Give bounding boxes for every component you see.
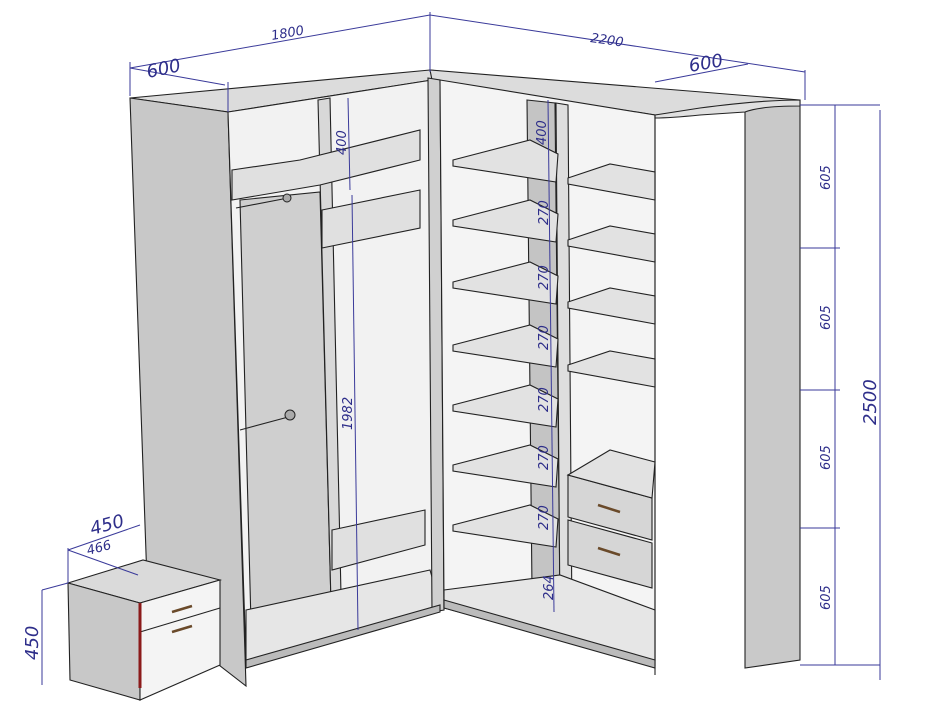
shelf: [452, 504, 559, 548]
shelf: [452, 139, 559, 183]
left-top-shelf: [231, 129, 421, 201]
dim-end-shelf: 605: [819, 445, 834, 470]
hanging-rod-lower: [239, 415, 293, 431]
shelf-gap-labels: 270 270 270 270 270 270: [537, 200, 552, 530]
rod-holder: [284, 409, 296, 421]
wardrobe-body: [129, 69, 801, 688]
dim-left-hanging: 1982: [341, 397, 356, 430]
left-column-shelves: [452, 139, 559, 548]
dim-end-shelf: 605: [819, 585, 834, 610]
dim-left-width: 1800: [270, 23, 305, 44]
nightstand-handle: [171, 604, 193, 614]
shelf: [452, 261, 559, 305]
nightstand: [66, 559, 223, 701]
nightstand-side: [67, 582, 141, 701]
left-bottom-shelf: [331, 509, 426, 571]
dim-shelf-gap: 270: [537, 325, 552, 350]
left-second-shelf: [321, 189, 421, 249]
end-top-rounded: [654, 99, 801, 119]
dim-shelf-gap: 270: [537, 387, 552, 412]
drawer-handle: [597, 503, 621, 514]
dim-end-shelf: 605: [819, 165, 834, 190]
dim-right-width: 2200: [589, 31, 624, 50]
dimension-lines: [41, 12, 881, 685]
dim-right-depth: 600: [687, 50, 724, 77]
dim-shelf-gap: 270: [537, 445, 552, 470]
dim-nightstand-width: 450: [88, 511, 127, 540]
dim-nightstand-depth: 466: [85, 538, 113, 559]
rod-holder: [282, 193, 292, 203]
dim-bottom-gap: 264: [542, 575, 557, 600]
dim-total-height: 2500: [860, 379, 881, 425]
dim-nightstand-height: 450: [22, 626, 43, 660]
corner-post: [427, 77, 445, 613]
shelf: [452, 324, 559, 368]
hanging-rod-upper: [235, 197, 289, 209]
dim-left-top-shelf: 400: [335, 130, 350, 155]
shelf: [452, 199, 559, 243]
dim-shelf-gap: 270: [537, 200, 552, 225]
end-shelf-labels: 605 605 605 605: [819, 165, 834, 610]
left-rail-panel: [239, 191, 333, 663]
nightstand-drawer-split: [139, 607, 221, 633]
drawer-handle: [597, 546, 621, 557]
drawer-lower: [567, 519, 653, 589]
dim-right-top-shelf: 400: [535, 120, 550, 145]
end-back-panel: [744, 99, 801, 669]
shelf: [452, 384, 559, 428]
dim-shelf-gap: 270: [537, 505, 552, 530]
dim-shelf-gap: 270: [537, 265, 552, 290]
shelf: [452, 444, 559, 488]
left-side-panel: [129, 97, 247, 688]
nightstand-handle: [171, 624, 193, 634]
dim-end-shelf: 605: [819, 305, 834, 330]
bottom-rail-left: [245, 604, 441, 669]
bottom-rail-right: [443, 599, 656, 669]
dim-left-depth: 600: [145, 55, 183, 83]
